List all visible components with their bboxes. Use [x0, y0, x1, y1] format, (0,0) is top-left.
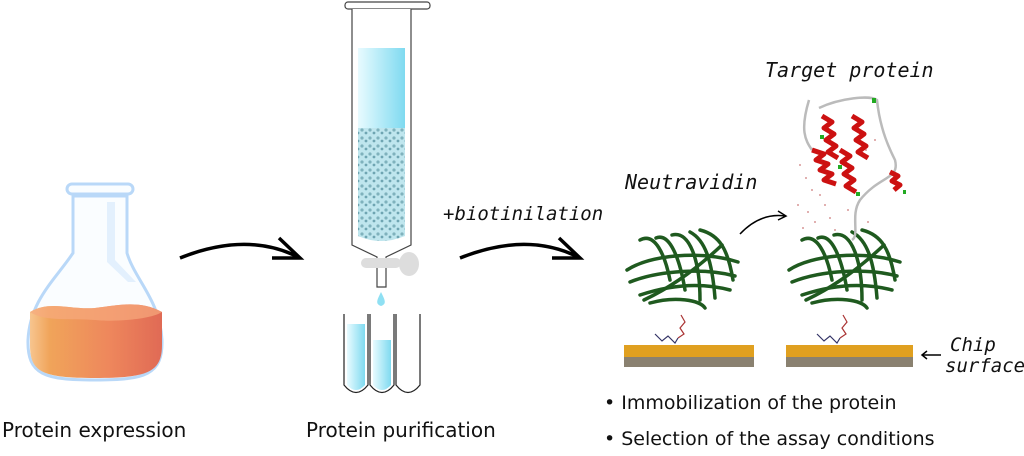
arrow-left-icon: [920, 350, 941, 360]
label-protein-expression: Protein expression: [2, 418, 187, 442]
chromatography-column-icon: [344, 1, 431, 306]
bullet-item: •Immobilization of the protein: [604, 392, 897, 414]
chip-surface-right: [786, 345, 913, 367]
test-tubes-icon: [343, 314, 421, 394]
erlenmeyer-flask-icon: [26, 182, 164, 382]
bullet-item: •Selection of the assay conditions: [604, 428, 935, 450]
label-chip-surface-line1: Chip: [950, 334, 996, 356]
chip-surface-left: [624, 345, 754, 367]
bullet-dot-icon: •: [604, 428, 616, 450]
neutravidin-structure-icon: [787, 228, 902, 310]
label-neutravidin: Neutravidin: [625, 170, 758, 194]
label-biotinilation: +biotinilation: [443, 203, 604, 225]
bullet-dot-icon: •: [604, 392, 616, 414]
neutravidin-structure-icon: [625, 228, 740, 310]
biotin-linker-icon: [654, 314, 686, 344]
label-protein-purification: Protein purification: [306, 418, 496, 442]
label-target-protein: Target protein: [765, 58, 934, 82]
arrow-icon: [459, 236, 585, 260]
label-chip-surface-line2: surface: [945, 355, 1024, 377]
bullet-text: Immobilization of the protein: [621, 392, 897, 414]
arrow-head-icon: [777, 210, 788, 221]
arrow-icon: [179, 236, 305, 260]
biotin-linker-icon: [816, 314, 848, 344]
bullet-text: Selection of the assay conditions: [621, 428, 935, 450]
arrow-icon: [739, 214, 786, 235]
target-protein-structure-icon: [797, 96, 906, 242]
